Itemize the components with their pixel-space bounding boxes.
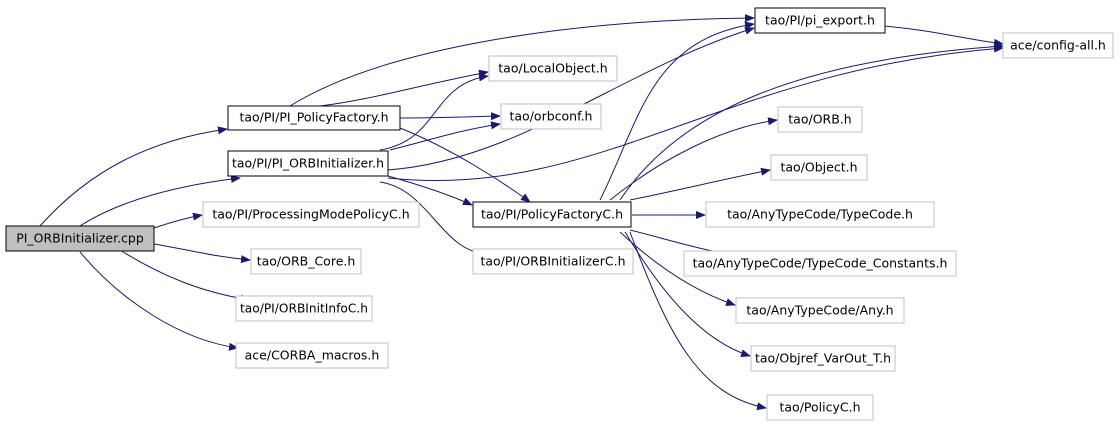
edge-policyfactoryc-to-orb	[609, 117, 778, 201]
node-orbinitinfoc-h[interactable]: tao/PI/ORBInitInfoC.h	[235, 295, 373, 322]
node-config-all-h[interactable]: ace/config-all.h	[1002, 32, 1114, 59]
node-orbinitializerc-h[interactable]: tao/PI/ORBInitializerC.h	[472, 248, 634, 275]
edge-root-to-corba-macros	[79, 251, 239, 351]
svg-text:tao/LocalObject.h: tao/LocalObject.h	[498, 61, 607, 76]
edge-policyfactoryc-to-config-all	[619, 42, 1004, 201]
svg-text:tao/PI/PI_PolicyFactory.h: tao/PI/PI_PolicyFactory.h	[239, 110, 388, 125]
svg-text:tao/ORB.h: tao/ORB.h	[788, 112, 851, 127]
svg-text:ace/config-all.h: ace/config-all.h	[1010, 38, 1106, 53]
edge-pi-export-to-config-all	[883, 25, 1004, 47]
svg-text:tao/PI/PolicyFactoryC.h: tao/PI/PolicyFactoryC.h	[481, 207, 623, 222]
svg-text:ace/CORBA_macros.h: ace/CORBA_macros.h	[245, 348, 380, 363]
svg-text:tao/PI/PI_ORBInitializer.h: tao/PI/PI_ORBInitializer.h	[232, 156, 384, 171]
edge-root-to-pi-policyfactory	[39, 126, 228, 227]
node-policyfactoryc-h[interactable]: tao/PI/PolicyFactoryC.h	[472, 201, 632, 228]
edge-pi-orbinitializer-to-localobject	[379, 73, 489, 151]
svg-text:tao/Object.h: tao/Object.h	[780, 160, 857, 175]
svg-text:tao/PI/pi_export.h: tao/PI/pi_export.h	[765, 13, 875, 28]
node-orb-h[interactable]: tao/ORB.h	[777, 106, 863, 133]
edge-pi-orbinitializer-to-pi-export	[387, 26, 755, 171]
edge-policyfactoryc-to-pi-export	[599, 21, 755, 201]
node-any-h[interactable]: tao/AnyTypeCode/Any.h	[735, 297, 905, 324]
svg-text:tao/AnyTypeCode/TypeCode.h: tao/AnyTypeCode/TypeCode.h	[727, 207, 913, 222]
svg-text:tao/orbconf.h: tao/orbconf.h	[510, 109, 593, 124]
svg-text:tao/AnyTypeCode/Any.h: tao/AnyTypeCode/Any.h	[746, 303, 893, 318]
node-corba-macros-h[interactable]: ace/CORBA_macros.h	[235, 342, 389, 369]
node-processingmodepolicyc-h[interactable]: tao/PI/ProcessingModePolicyC.h	[202, 201, 420, 228]
node-root[interactable]: PI_ORBInitializer.cpp	[5, 225, 155, 252]
edge-policyfactoryc-to-object	[629, 167, 771, 201]
svg-text:tao/AnyTypeCode/TypeCode_Const: tao/AnyTypeCode/TypeCode_Constants.h	[693, 256, 948, 271]
node-pi-policyfactory-h[interactable]: tao/PI/PI_PolicyFactory.h	[227, 105, 401, 131]
node-orb-core-h[interactable]: tao/ORB_Core.h	[250, 248, 362, 275]
svg-text:tao/PI/ORBInitInfoC.h: tao/PI/ORBInitInfoC.h	[240, 301, 368, 316]
node-pi-orbinitializer-h[interactable]: tao/PI/PI_ORBInitializer.h	[227, 150, 389, 177]
edge-root-to-orb-core	[153, 243, 251, 264]
node-object-h[interactable]: tao/Object.h	[770, 154, 868, 181]
node-objref-varout-t-h[interactable]: tao/Objref_VarOut_T.h	[750, 345, 896, 372]
svg-text:tao/PI/ORBInitializerC.h: tao/PI/ORBInitializerC.h	[480, 254, 625, 269]
node-policyc-h[interactable]: tao/PolicyC.h	[766, 394, 874, 421]
edge-root-to-orbinitinfoc	[119, 249, 251, 303]
edge-pi-orbinitializer-to-orbconf	[389, 121, 501, 151]
edge-pi-orbinitializer-to-orbinitializerc	[379, 181, 487, 258]
node-typecode-constants-h[interactable]: tao/AnyTypeCode/TypeCode_Constants.h	[683, 250, 957, 277]
node-typecode-h[interactable]: tao/AnyTypeCode/TypeCode.h	[705, 201, 935, 228]
edge-root-to-pi-orbinitializer	[79, 175, 241, 227]
svg-text:tao/PolicyC.h: tao/PolicyC.h	[780, 400, 861, 415]
edge-pi-policyfactory-to-orbconf	[399, 112, 501, 121]
svg-text:tao/PI/ProcessingModePolicyC.h: tao/PI/ProcessingModePolicyC.h	[212, 207, 409, 222]
edge-root-to-processingmodepolicyc	[153, 212, 203, 229]
edge-policyfactoryc-to-policyc	[629, 231, 767, 411]
svg-text:tao/ORB_Core.h: tao/ORB_Core.h	[257, 254, 356, 269]
edge-pi-policyfactory-to-policyfactoryc	[399, 127, 531, 203]
node-orbconf-h[interactable]: tao/orbconf.h	[500, 103, 602, 130]
svg-text:PI_ORBInitializer.cpp: PI_ORBInitializer.cpp	[16, 231, 144, 246]
edge-pi-policyfactory-to-localobject	[319, 69, 489, 107]
edge-pi-orbinitializer-to-config-all	[387, 44, 1004, 181]
svg-text:tao/Objref_VarOut_T.h: tao/Objref_VarOut_T.h	[755, 351, 891, 366]
node-pi-export-h[interactable]: tao/PI/pi_export.h	[754, 7, 886, 34]
node-layer: PI_ORBInitializer.cpp tao/PI/PI_PolicyFa…	[5, 7, 1114, 421]
edge-pi-policyfactory-to-pi-export	[289, 14, 755, 107]
node-localobject-h[interactable]: tao/LocalObject.h	[488, 55, 618, 82]
